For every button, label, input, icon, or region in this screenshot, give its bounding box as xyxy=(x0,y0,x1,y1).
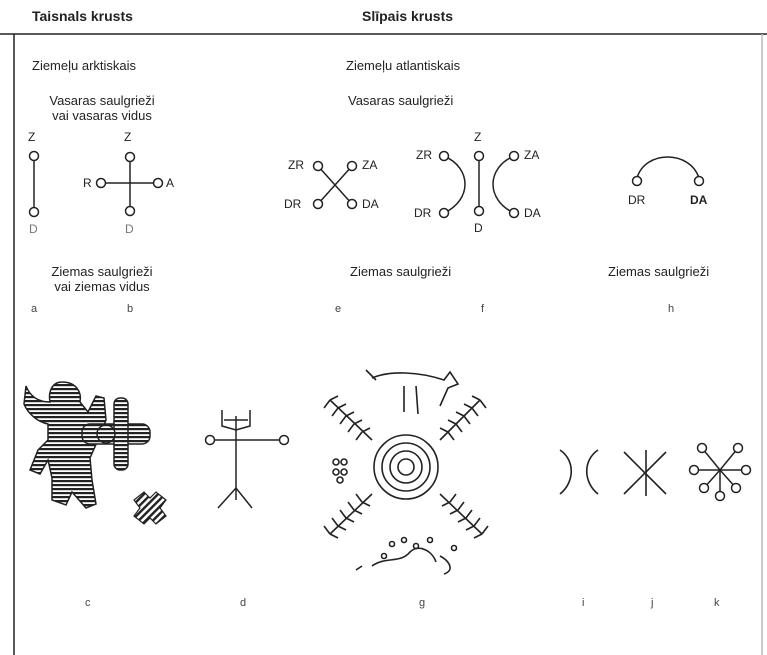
winter-left-line1: Ziemas saulgrieži xyxy=(51,264,153,279)
symbol-b xyxy=(95,151,164,217)
label-b-a: A xyxy=(166,176,175,190)
label-e-dr: DR xyxy=(284,197,302,211)
label-e-da: DA xyxy=(362,197,379,211)
symbol-a xyxy=(28,150,40,218)
symbol-f xyxy=(438,150,520,219)
label-f-dr: DR xyxy=(414,206,432,220)
symbol-g-petroglyph xyxy=(323,369,489,575)
letter-h: h xyxy=(668,303,675,315)
label-f-za: ZA xyxy=(524,148,540,162)
region-arctic: Ziemeļu arktiskais xyxy=(32,58,137,73)
label-a-z: Z xyxy=(28,130,36,144)
letter-b: b xyxy=(127,303,134,315)
label-b-d: D xyxy=(125,222,134,236)
region-atlantic: Ziemeļu atlantiskais xyxy=(346,58,461,73)
header-upright-cross: Taisnals krusts xyxy=(32,8,133,24)
winter-label-right: Ziemas saulgrieži xyxy=(608,264,710,279)
header-diagonal-cross: Slīpais krusts xyxy=(362,8,454,24)
summer-label-right: Vasaras saulgrieži xyxy=(348,93,454,108)
summer-label-left: Vasaras saulgrieži vai vasaras vidus xyxy=(22,93,182,123)
symbol-e xyxy=(312,160,358,210)
symbol-d-figure xyxy=(204,410,290,509)
label-a-d: D xyxy=(29,222,38,236)
symbol-c-figure xyxy=(23,381,167,525)
letter-c: c xyxy=(85,597,91,609)
label-h-dr: DR xyxy=(628,193,646,207)
winter-label-left: Ziemas saulgrieži vai ziemas vidus xyxy=(22,264,182,294)
letter-k: k xyxy=(714,597,720,609)
label-f-z: Z xyxy=(474,130,482,144)
symbol-j xyxy=(623,450,667,496)
summer-left-line2: vai vasaras vidus xyxy=(52,108,152,123)
symbol-k xyxy=(688,442,752,502)
label-e-za: ZA xyxy=(362,158,378,172)
letter-e: e xyxy=(335,303,342,315)
label-b-z: Z xyxy=(124,130,132,144)
symbol-i xyxy=(559,449,599,495)
letter-a: a xyxy=(31,303,38,315)
letter-d: d xyxy=(240,597,247,609)
label-e-zr: ZR xyxy=(288,158,304,172)
label-f-zr: ZR xyxy=(416,148,432,162)
label-h-da: DA xyxy=(690,193,708,207)
label-f-d: D xyxy=(474,221,483,235)
letter-i: i xyxy=(582,597,585,609)
summer-left-line1: Vasaras saulgrieži xyxy=(49,93,155,108)
symbol-h xyxy=(631,156,705,187)
winter-left-line2: vai ziemas vidus xyxy=(54,279,150,294)
letter-g: g xyxy=(419,597,426,609)
label-f-da: DA xyxy=(524,206,541,220)
winter-label-middle: Ziemas saulgrieži xyxy=(350,264,452,279)
label-b-r: R xyxy=(83,176,92,190)
letter-j: j xyxy=(651,597,654,609)
letter-f: f xyxy=(481,303,485,315)
